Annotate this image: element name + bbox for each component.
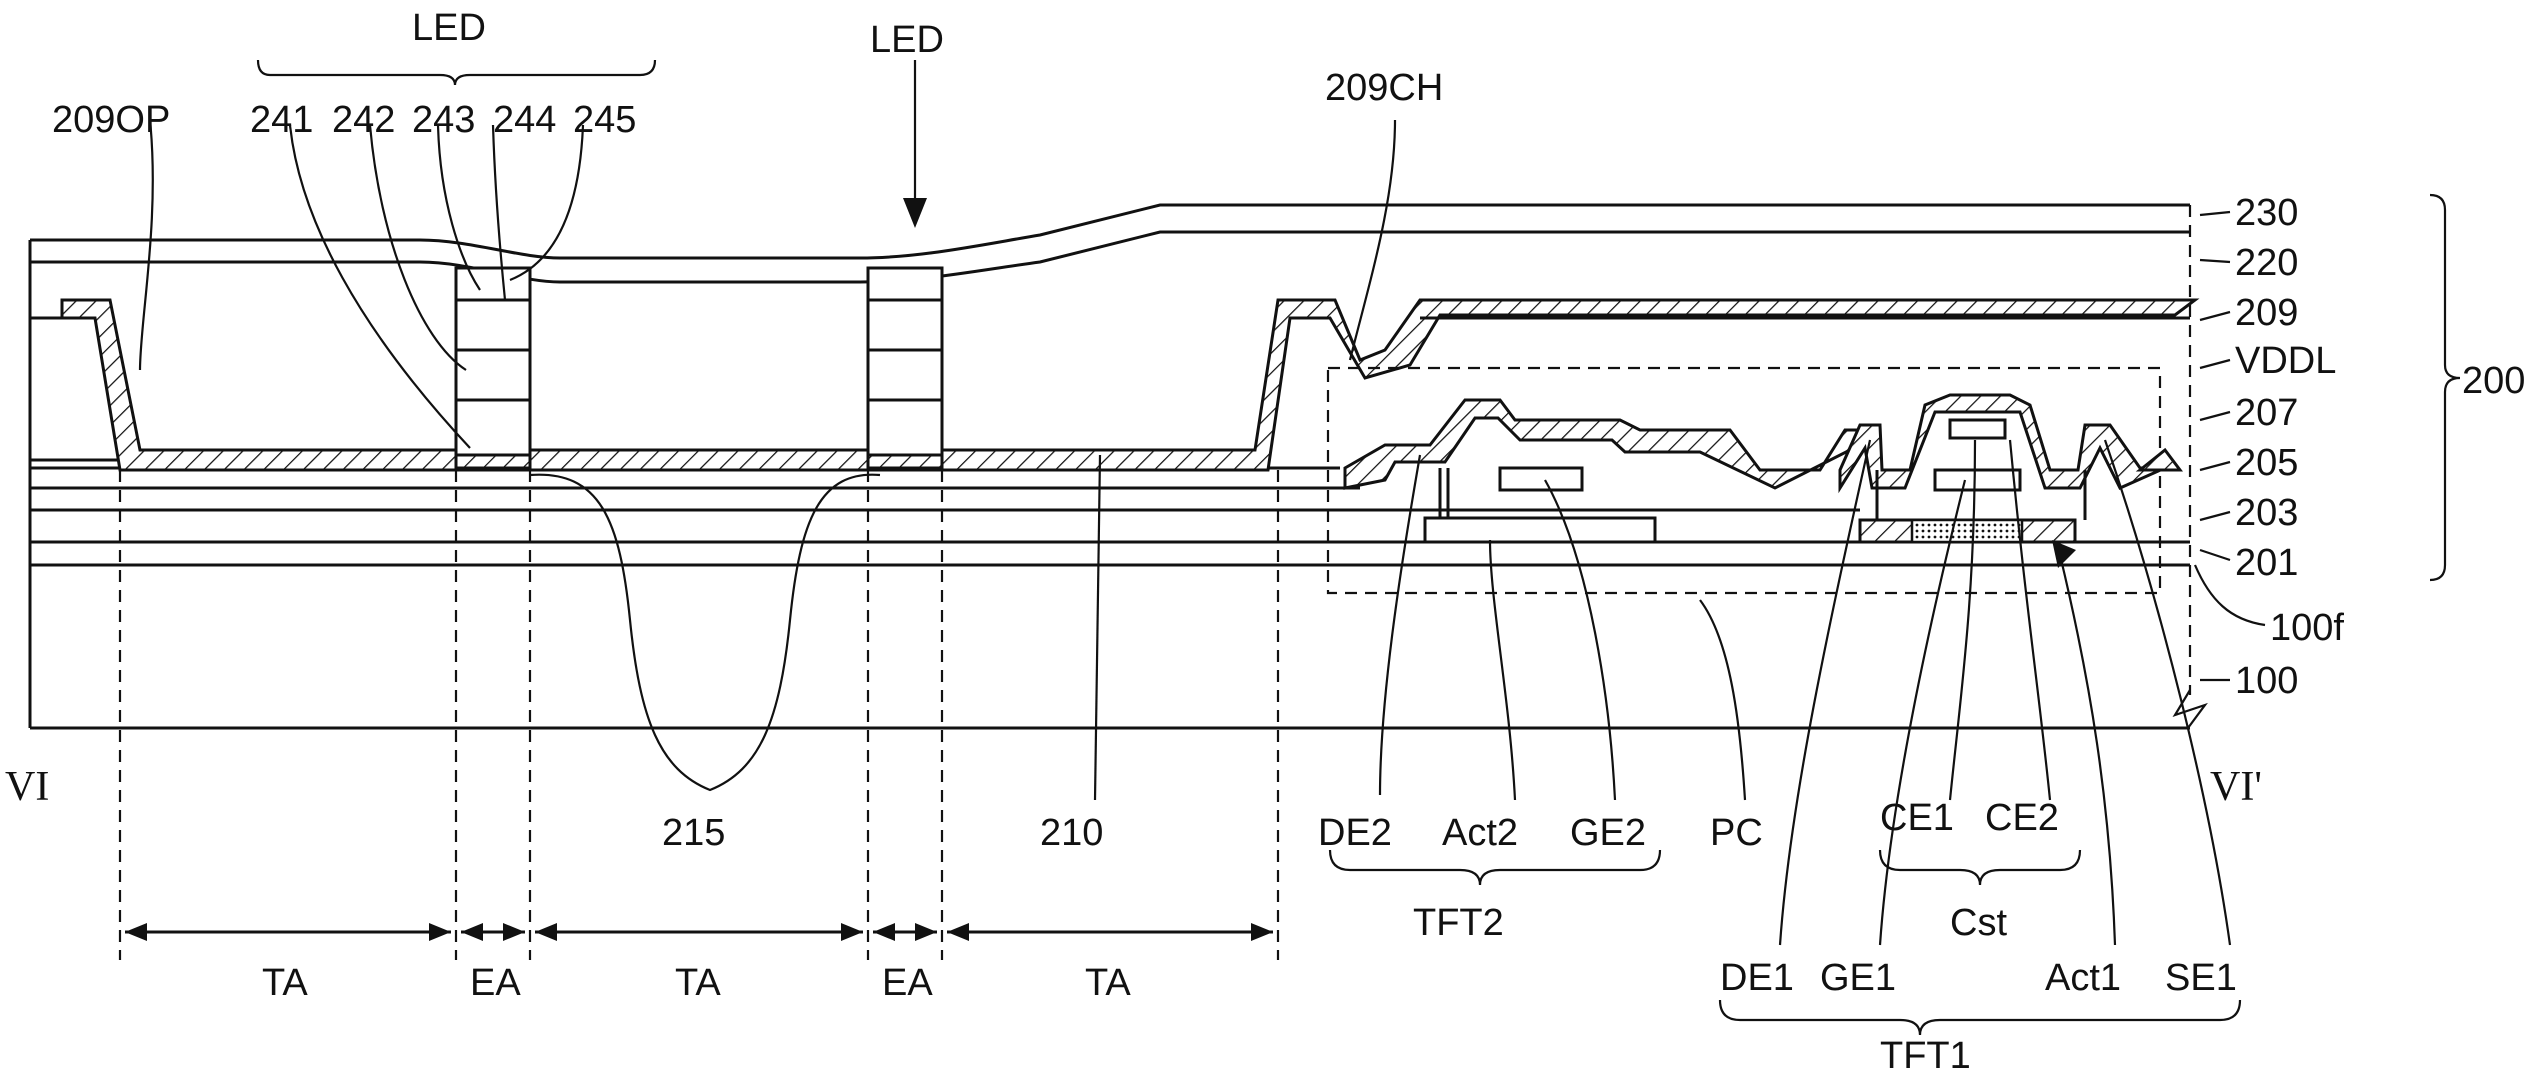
label-act1: Act1 [2045,957,2121,999]
label-vi-left: VI [5,764,49,810]
label-led-mid: LED [870,19,944,61]
label-230: 230 [2235,192,2298,234]
label-220: 220 [2235,242,2298,284]
label-led-top: LED [412,7,486,49]
label-244: 244 [493,99,556,141]
label-200: 200 [2462,360,2525,402]
label-tft1: TFT1 [1880,1035,1971,1075]
label-242: 242 [332,99,395,141]
label-100: 100 [2235,660,2298,702]
label-ea-1: EA [470,962,521,1004]
label-203: 203 [2235,492,2298,534]
label-209ch: 209CH [1325,67,1443,109]
pixel-circuit [1328,368,2180,593]
label-ta-1: TA [262,962,308,1004]
label-tft2: TFT2 [1413,902,1504,944]
led-stack-2 [868,268,942,468]
label-ge2: GE2 [1570,812,1646,854]
label-vddl: VDDL [2235,340,2336,382]
label-210: 210 [1040,812,1103,854]
label-215: 215 [662,812,725,854]
label-ce1: CE1 [1880,797,1954,839]
led-stack-1 [456,268,530,468]
label-100f: 100f [2270,607,2344,649]
label-cst: Cst [1950,902,2007,944]
label-207: 207 [2235,392,2298,434]
label-de1: DE1 [1720,957,1794,999]
label-ea-2: EA [882,962,933,1004]
label-ta-2: TA [675,962,721,1004]
label-ta-3: TA [1085,962,1131,1004]
label-241: 241 [250,99,313,141]
label-245: 245 [573,99,636,141]
label-ge1: GE1 [1820,957,1896,999]
label-de2: DE2 [1318,812,1392,854]
label-209: 209 [2235,292,2298,334]
label-205: 205 [2235,442,2298,484]
label-209op: 209OP [52,99,170,141]
label-243: 243 [412,99,475,141]
label-pc: PC [1710,812,1763,854]
label-se1: SE1 [2165,957,2237,999]
top-films [30,205,2190,282]
label-vi-right: VI' [2210,764,2262,810]
label-act2: Act2 [1442,812,1518,854]
label-ce2: CE2 [1985,797,2059,839]
region-arrows [125,923,1273,941]
insulating-layers [30,468,2190,565]
label-201: 201 [2235,542,2298,584]
